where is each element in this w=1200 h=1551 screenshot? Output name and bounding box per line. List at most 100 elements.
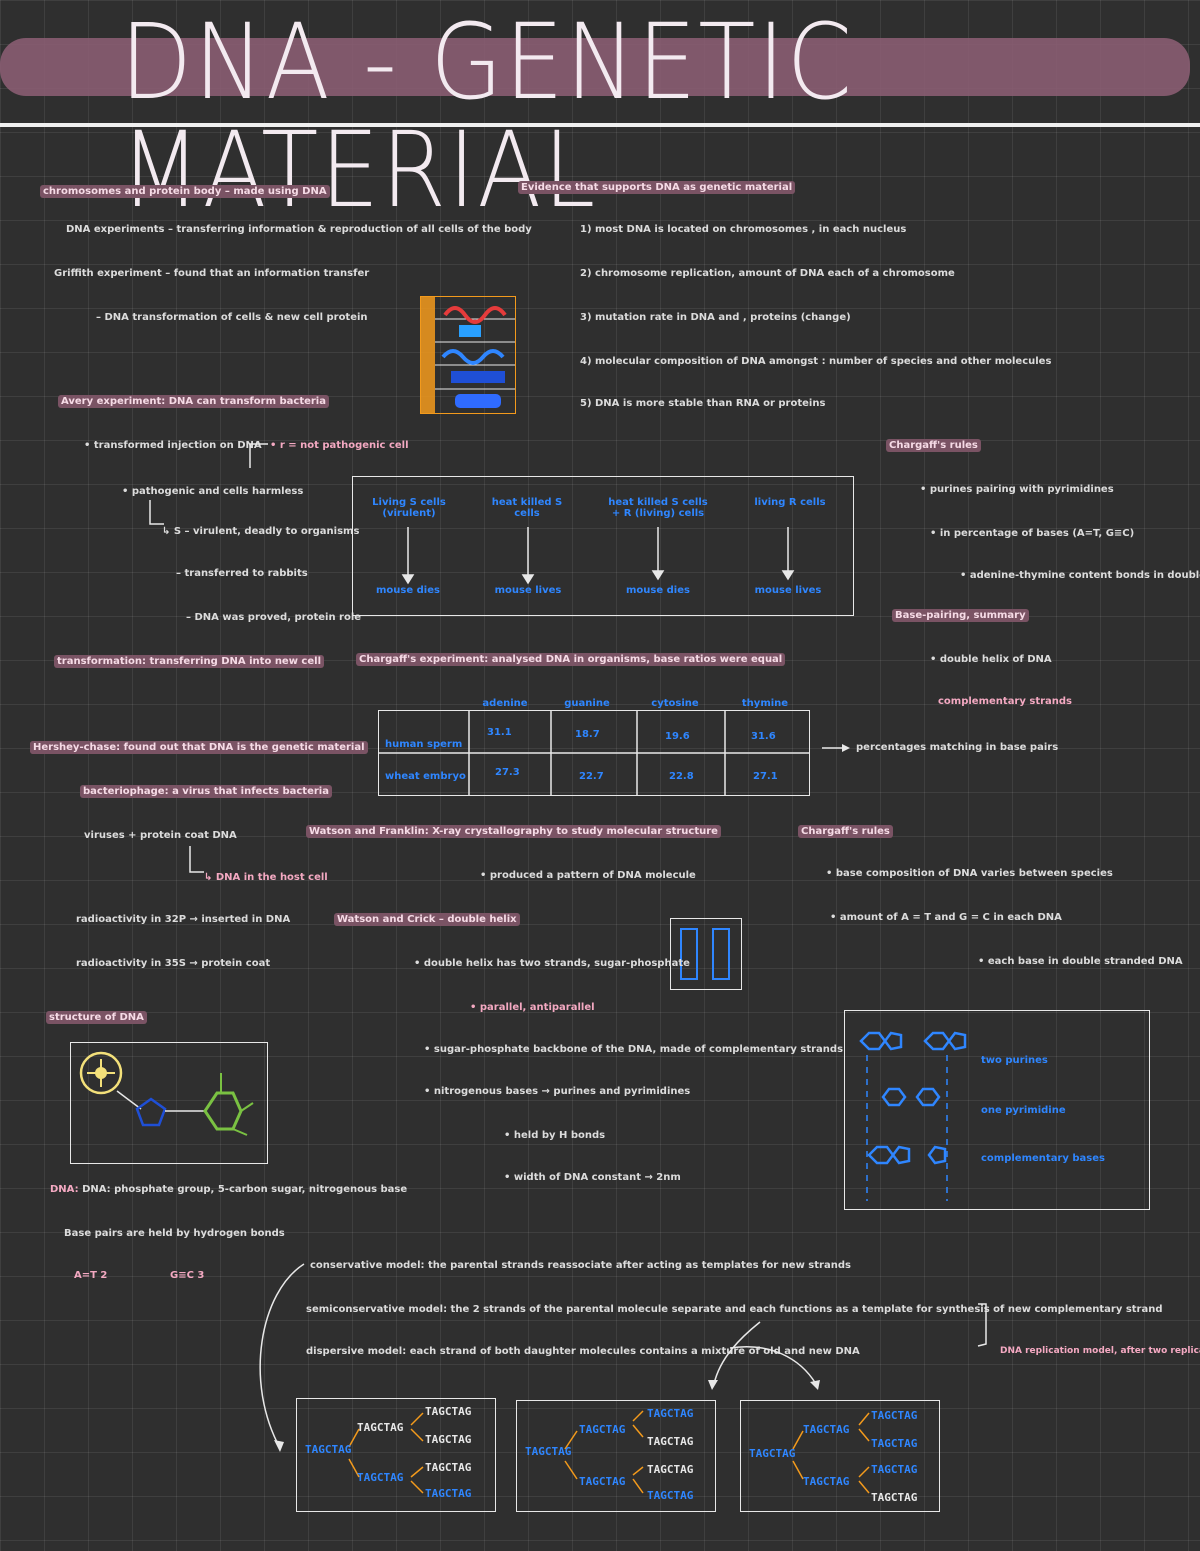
flow-header-4: living R cells bbox=[754, 497, 826, 508]
gen2-strand: TAGCTAG bbox=[647, 1435, 694, 1448]
table-cell: 19.6 bbox=[665, 731, 690, 742]
pair-at: A=T 2 bbox=[74, 1270, 108, 1281]
chargaff-right-rules: Base-pairing, summary bbox=[892, 609, 1029, 622]
gen2-strand: TAGCTAG bbox=[871, 1463, 918, 1476]
table-col-2: guanine bbox=[564, 698, 610, 709]
hershey-point-2: viruses + protein coat DNA bbox=[84, 830, 237, 841]
gen1-strand: TAGCTAG bbox=[803, 1423, 850, 1436]
flow-result-3: mouse dies bbox=[626, 585, 690, 596]
franklin-sub: • produced a pattern of DNA molecule bbox=[480, 870, 696, 881]
flow-header-2: heat killed S cells bbox=[491, 497, 563, 519]
gen2-strand: TAGCTAG bbox=[871, 1491, 918, 1504]
table-cell: 27.1 bbox=[753, 771, 778, 782]
page-title: DNA - GENETIC MATERIAL bbox=[120, 1, 854, 231]
gen1-strand: TAGCTAG bbox=[579, 1423, 626, 1436]
title-highlight bbox=[0, 38, 1190, 96]
franklin-point-4: • nitrogenous bases → purines and pyrimi… bbox=[424, 1086, 691, 1097]
gen1-strand: TAGCTAG bbox=[357, 1421, 404, 1434]
bases-diagram bbox=[859, 1031, 967, 1201]
replication-arrows bbox=[564, 1410, 644, 1494]
table-col-1: adenine bbox=[482, 698, 528, 709]
chargaff-bottom-line-3: • each base in double stranded DNA bbox=[978, 956, 1183, 967]
replication-box-conservative: TAGCTAG TAGCTAG TAGCTAG TAGCTAG TAGCTAG … bbox=[296, 1398, 496, 1512]
chargaff-right-line-2: • in percentage of bases (A=T, G≡C) bbox=[930, 528, 1135, 539]
chargaff-right-line-3: • adenine-thymine content bonds in doubl… bbox=[960, 570, 1200, 581]
table-cell: 27.3 bbox=[495, 767, 520, 778]
intro-note: chromosomes and protein body – made usin… bbox=[40, 185, 330, 198]
avery-point-3: ↳ S – virulent, deadly to organisms bbox=[162, 526, 360, 537]
franklin-point-5: • held by H bonds bbox=[504, 1130, 606, 1141]
table-col-3: cytosine bbox=[651, 698, 699, 709]
bases-box: two purines one pyrimidine complementary… bbox=[844, 1010, 1150, 1210]
gen2-strand: TAGCTAG bbox=[425, 1405, 472, 1418]
avery-point-5: – DNA was proved, protein role bbox=[186, 612, 362, 623]
table-note: percentages matching in base pairs bbox=[856, 742, 1059, 753]
evidence-item-1: 1) most DNA is located on chromosomes , … bbox=[580, 224, 907, 235]
avery-point-2: • pathogenic and cells harmless bbox=[122, 486, 304, 497]
chargaff-right-sub-1: • double helix of DNA bbox=[930, 654, 1052, 665]
avery-title: Avery experiment: DNA can transform bact… bbox=[58, 395, 329, 408]
flow-result-4: mouse lives bbox=[754, 585, 822, 596]
pair-gc: G≡C 3 bbox=[170, 1270, 205, 1281]
watson-crick-model: Watson and Crick – double helix bbox=[334, 913, 520, 926]
franklin-title: Watson and Franklin: X-ray crystallograp… bbox=[306, 825, 721, 838]
hershey-point-5: radioactivity in 35S → protein coat bbox=[76, 958, 271, 969]
table-row-label-2: wheat embryo bbox=[385, 771, 466, 782]
griffith-flow-box: Living S cells (virulent) heat killed S … bbox=[352, 476, 854, 616]
franklin-point-2: • parallel, antiparallel bbox=[470, 1002, 595, 1013]
curve-arrows bbox=[708, 1321, 820, 1390]
flow-header-1: Living S cells (virulent) bbox=[372, 497, 446, 519]
griffith-diagram bbox=[421, 297, 515, 413]
table-cell: 31.6 bbox=[751, 731, 776, 742]
chargaff-bottom-line-2: • amount of A = T and G = C in each DNA bbox=[830, 912, 1062, 923]
franklin-point-3: • sugar-phosphate backbone of the DNA, m… bbox=[424, 1044, 844, 1055]
chargaff-bottom-line-1: • base composition of DNA varies between… bbox=[826, 868, 1113, 879]
evidence-item-3: 3) mutation rate in DNA and , proteins (… bbox=[580, 312, 851, 323]
replication-semiconservative: semiconservative model: the 2 strands of… bbox=[306, 1304, 1163, 1315]
transformation-note: transformation: transferring DNA into ne… bbox=[54, 655, 324, 668]
gen2-strand: TAGCTAG bbox=[647, 1489, 694, 1502]
title-underline bbox=[0, 123, 1200, 127]
griffith-note: Griffith experiment – found that an info… bbox=[54, 268, 370, 279]
bracket-line bbox=[977, 1303, 987, 1347]
parent-strand: TAGCTAG bbox=[749, 1447, 796, 1460]
double-helix-box bbox=[670, 918, 742, 990]
double-helix-diagram bbox=[680, 928, 730, 980]
arrow-line bbox=[149, 500, 164, 525]
replication-arrows bbox=[348, 1412, 424, 1494]
parent-strand: TAGCTAG bbox=[305, 1443, 352, 1456]
franklin-point-1: • double helix has two strands, sugar-ph… bbox=[414, 958, 690, 969]
dna-role-note: DNA experiments – transferring informati… bbox=[66, 224, 532, 235]
base-pairs-note: Base pairs are held by hydrogen bonds bbox=[64, 1228, 285, 1239]
nucleotide-box bbox=[70, 1042, 268, 1164]
replication-dispersive: dispersive model: each strand of both da… bbox=[306, 1346, 860, 1357]
bases-label-pyrimidine: one pyrimidine bbox=[981, 1105, 1066, 1116]
gen2-strand: TAGCTAG bbox=[425, 1433, 472, 1446]
arrow-line bbox=[189, 846, 204, 873]
bases-label-complementary: complementary bases bbox=[981, 1153, 1105, 1164]
replication-bracket-note: DNA replication model, after two replica… bbox=[1000, 1346, 1200, 1356]
chargaff-table-title: Chargaff's experiment: analysed DNA in o… bbox=[356, 653, 786, 666]
table-cell: 31.1 bbox=[487, 727, 512, 738]
replication-arrows bbox=[792, 1412, 870, 1494]
parent-strand: TAGCTAG bbox=[525, 1445, 572, 1458]
flow-result-1: mouse dies bbox=[376, 585, 440, 596]
gen2-strand: TAGCTAG bbox=[647, 1407, 694, 1420]
evidence-item-5: 5) DNA is more stable than RNA or protei… bbox=[580, 398, 826, 409]
nucleotide-diagram bbox=[79, 1051, 254, 1136]
bracket-line bbox=[249, 443, 268, 468]
gen2-strand: TAGCTAG bbox=[425, 1487, 472, 1500]
avery-bracket-note: • r = not pathogenic cell bbox=[270, 440, 409, 451]
arrow-icon bbox=[822, 744, 850, 752]
flow-arrows bbox=[401, 527, 795, 585]
table-cell: 22.8 bbox=[669, 771, 694, 782]
hershey-point-4: radioactivity in 32P → inserted in DNA bbox=[76, 914, 291, 925]
franklin-point-6: • width of DNA constant → 2nm bbox=[504, 1172, 681, 1183]
replication-box-dispersive: TAGCTAG TAGCTAG TAGCTAG TAGCTAG TAGCTAG … bbox=[740, 1400, 940, 1512]
evidence-item-4: 4) molecular composition of DNA amongst … bbox=[580, 356, 1052, 367]
table-cell: 22.7 bbox=[579, 771, 604, 782]
gen2-strand: TAGCTAG bbox=[871, 1437, 918, 1450]
hershey-title-text: Hershey-chase: found out that DNA is the… bbox=[30, 741, 368, 754]
griffith-illustration bbox=[420, 296, 516, 414]
gen2-strand: TAGCTAG bbox=[871, 1409, 918, 1422]
